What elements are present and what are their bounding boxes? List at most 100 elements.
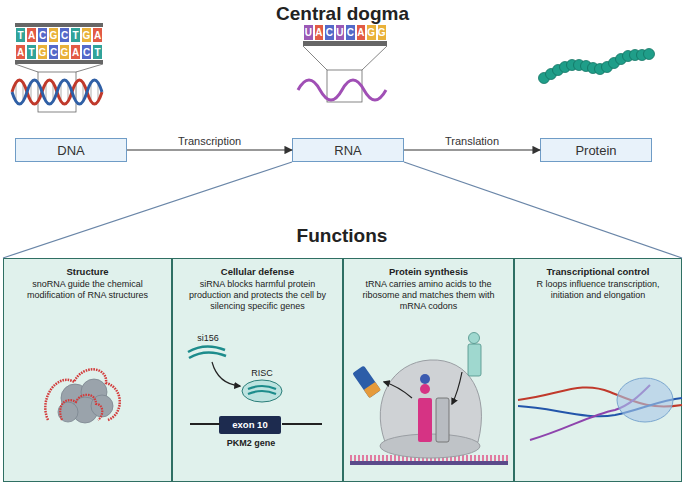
dna-helix (16, 83, 98, 101)
dna-helix (97, 83, 98, 101)
dna-sequence-backbone (15, 60, 103, 64)
amino-acid-chain (623, 51, 634, 62)
complex-label: RISC (242, 367, 282, 379)
nucleotide-letter: T (92, 44, 103, 60)
amino-acid-chain (560, 62, 571, 73)
nucleotide-letter: C (48, 44, 59, 60)
process-arrow (404, 149, 540, 150)
node-heading: exon 10 (232, 419, 267, 431)
ribonucleotide-letter: U (303, 24, 314, 41)
nucleotide-letter: A (70, 44, 81, 60)
ribonucleotide-letter: G (377, 24, 388, 41)
fan-lines (3, 162, 292, 258)
zoom-lines (303, 46, 387, 102)
amino-acid-chain (644, 49, 655, 60)
rna-sequence-backbone (303, 41, 387, 46)
molecule-box: Protein (540, 138, 652, 162)
dna-helix (12, 80, 102, 104)
nucleotide-letter: C (59, 27, 70, 43)
node-heading: Cellular defense (179, 266, 336, 278)
amino-acid-chain (609, 58, 620, 69)
dna-helix (60, 84, 61, 100)
node-body: R loops influence transcription, initiat… (521, 279, 675, 301)
dna-helix (52, 84, 53, 100)
ribonucleotide-letter: A (356, 24, 367, 41)
node-heading: Transcriptional control (521, 266, 675, 278)
node-body: siRNA blocks harmful protein production … (179, 279, 336, 312)
arrow-label: Transcription (178, 135, 241, 147)
arrow-label: Translation (445, 135, 499, 147)
text-holder: DNA (57, 143, 84, 158)
function-panel: Protein synthesistRNA carries amino acid… (343, 258, 514, 482)
sirna-label: si156 (186, 332, 230, 344)
amino-acid-chain (574, 60, 585, 71)
nucleotide-letter: G (37, 44, 48, 60)
ribonucleotide-letter: C (345, 24, 356, 41)
molecule-box: DNA (15, 138, 127, 162)
amino-acid-chain (588, 63, 599, 74)
gene-label: PKM2 gene (211, 437, 291, 450)
ribonucleotide-letter: U (335, 24, 346, 41)
amino-acid-chain (602, 62, 613, 73)
zoom-lines (38, 72, 76, 112)
nucleotide-letter: G (59, 44, 70, 60)
nucleotide-letter: T (15, 27, 26, 43)
nucleotide-letter: A (15, 44, 26, 60)
dna-helix (30, 84, 31, 100)
function-panel: StructuresnoRNA guide the chemical modif… (3, 258, 172, 482)
node-heading: Protein synthesis (350, 266, 507, 278)
amino-acid-chain (539, 49, 655, 84)
nucleotide-letter: A (92, 27, 103, 43)
node-heading: Protein (575, 143, 616, 158)
nucleotide-letter: C (81, 44, 92, 60)
node-heading: Structure (10, 266, 165, 278)
amino-acid-chain (567, 60, 578, 71)
ribonucleotide-letter: G (366, 24, 377, 41)
amino-acid-chain (595, 64, 606, 75)
dna-helix (15, 83, 16, 101)
zoom-lines (15, 64, 103, 112)
amino-acid-chain (553, 65, 564, 76)
rna-strand (298, 80, 386, 100)
amino-acid-chain (539, 73, 550, 84)
zoom-lines (15, 64, 38, 72)
section-heading: Functions (192, 224, 492, 248)
dna-helix (22, 84, 23, 100)
nucleotide-letter: T (70, 27, 81, 43)
diagram-title: Central dogma (0, 3, 685, 25)
dna-helix (12, 80, 102, 104)
text-holder: exon 10 (232, 419, 267, 431)
text-holder: Protein (575, 143, 616, 158)
node-heading: DNA (57, 143, 84, 158)
rna-sequence-backbone (303, 41, 387, 46)
zoom-lines (362, 46, 387, 70)
text-holder: RNA (334, 143, 361, 158)
dna-helix (37, 83, 38, 101)
dna-helix (82, 84, 83, 100)
exon-box: exon 10 (219, 416, 281, 434)
ribonucleotide-letter: A (314, 24, 325, 41)
dna-helix (75, 84, 76, 100)
amino-acid-chain (637, 50, 648, 61)
dna-helix (67, 83, 68, 101)
dna-sequence-backbone (15, 23, 103, 64)
amino-acid-chain (546, 69, 557, 80)
zoom-lines (303, 46, 327, 70)
amino-acid-chain (581, 61, 592, 72)
nucleotide-letter: C (37, 27, 48, 43)
fan-lines (3, 162, 682, 258)
zoom-lines (76, 64, 103, 72)
nucleotide-letter: G (48, 27, 59, 43)
dna-helix (45, 84, 46, 100)
ribonucleotide-letter: C (324, 24, 335, 41)
zoom-lines (327, 70, 362, 102)
nucleotide-letter: T (26, 44, 37, 60)
dna-helix (12, 80, 102, 104)
nucleotide-letter: G (81, 27, 92, 43)
molecule-box: RNA (292, 138, 404, 162)
nucleotide-letter: A (26, 27, 37, 43)
dna-helix (90, 84, 91, 100)
node-body: tRNA carries amino acids to the ribosome… (350, 279, 507, 312)
node-heading: RNA (334, 143, 361, 158)
